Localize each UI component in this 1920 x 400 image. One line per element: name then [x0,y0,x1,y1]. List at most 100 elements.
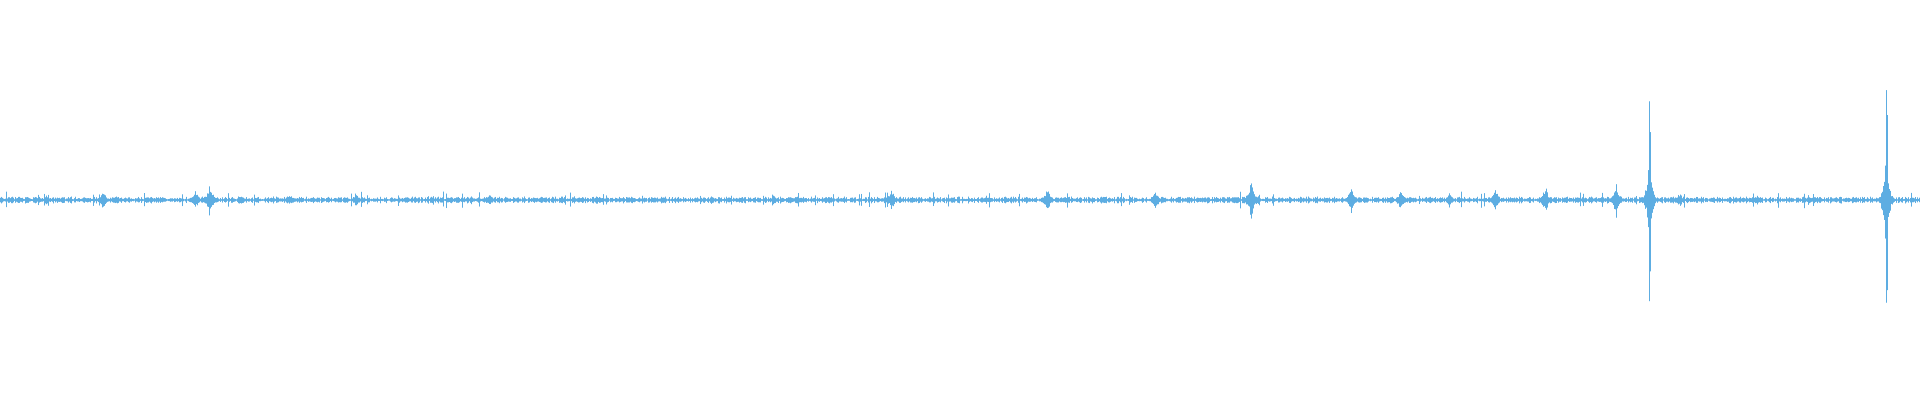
waveform-sample [534,197,535,203]
waveform-sample [1855,197,1856,203]
waveform-sample [756,199,757,202]
waveform-sample [1466,198,1467,202]
waveform-sample [987,197,988,202]
waveform-sample [1081,197,1082,203]
waveform-sample [1104,197,1105,203]
waveform-sample [1109,197,1110,203]
waveform-sample [917,198,918,202]
waveform-sample [1826,197,1827,202]
waveform-sample [1907,198,1908,202]
waveform-sample [837,198,838,203]
waveform-sample [279,198,280,202]
waveform-sample [1359,197,1360,203]
waveform-sample [139,198,140,203]
waveform-sample [899,197,900,203]
waveform-sample [1272,196,1273,204]
waveform-sample [1405,197,1406,203]
waveform-sample [1080,197,1081,204]
waveform-sample [19,196,20,203]
waveform-sample [146,197,147,203]
waveform-sample [195,191,196,207]
waveform-sample [609,199,610,201]
waveform-sample [1408,198,1409,202]
waveform-sample [56,198,57,202]
waveform-sample [494,197,495,203]
waveform-sample [733,197,734,202]
waveform-sample [1430,196,1431,204]
waveform-sample [50,197,51,203]
waveform-sample [528,197,529,203]
waveform-sample [798,192,799,207]
waveform-sample [1187,197,1188,203]
waveform-sample [284,196,285,203]
waveform-sample [251,198,252,203]
waveform-sample [1157,195,1158,205]
waveform-sample [1348,194,1349,205]
waveform-sample [404,197,405,202]
waveform-sample [446,193,447,209]
waveform-sample [1376,197,1377,203]
waveform-sample [767,199,768,201]
waveform-sample [1852,197,1853,204]
waveform-sample [691,199,692,201]
waveform-sample [269,198,270,202]
waveform-sample [1088,196,1089,203]
waveform-sample [180,198,181,203]
waveform-sample [980,198,981,202]
waveform-sample [1459,196,1460,204]
waveform-sample [1520,198,1521,202]
waveform-sample [1001,197,1002,202]
waveform-sample [611,198,612,202]
waveform-sample [516,198,517,202]
waveform-sample [964,198,965,201]
waveform-sample [1036,197,1037,203]
waveform-sample [137,198,138,202]
waveform-sample [1283,198,1284,202]
waveform-sample [966,198,967,202]
waveform-sample [674,198,675,202]
waveform-sample [1561,199,1562,201]
waveform-sample [76,198,77,202]
waveform-sample [1624,198,1625,202]
waveform-sample [1451,196,1452,203]
waveform-sample [566,199,567,201]
waveform-sample [1787,198,1788,202]
waveform-sample [1060,197,1061,203]
waveform-sample [1716,198,1717,202]
waveform-sample [1407,197,1408,203]
waveform-sample [1367,197,1368,203]
waveform-sample [8,197,9,203]
waveform-sample [1297,198,1298,202]
waveform-sample [1468,198,1469,202]
waveform-sample [892,194,893,206]
waveform-sample [205,196,206,204]
waveform-sample [145,197,146,203]
waveform-sample [999,197,1000,203]
waveform-sample [1701,196,1702,204]
waveform-sample [542,197,543,203]
waveform-sample [485,198,486,202]
waveform-sample [1241,199,1242,201]
waveform-sample [1915,197,1916,204]
waveform-sample [1539,197,1540,204]
waveform-sample [695,197,696,203]
waveform-sample [1660,198,1661,202]
waveform-sample [1287,198,1288,202]
waveform-sample [1606,198,1607,202]
waveform-sample [621,198,622,202]
waveform-sample [1025,197,1026,202]
waveform-sample [1018,196,1019,203]
waveform-sample [647,199,648,201]
waveform-sample [1740,196,1741,203]
waveform-sample [1866,198,1867,202]
waveform-sample [1475,198,1476,202]
waveform-sample [546,197,547,203]
waveform-sample [1564,197,1565,203]
waveform-sample [840,198,841,202]
waveform-sample [1568,198,1569,202]
waveform-sample [1121,193,1122,207]
waveform-sample [1634,197,1635,203]
waveform-sample [1370,198,1371,202]
waveform-sample [1462,198,1463,202]
waveform-sample [807,199,808,201]
